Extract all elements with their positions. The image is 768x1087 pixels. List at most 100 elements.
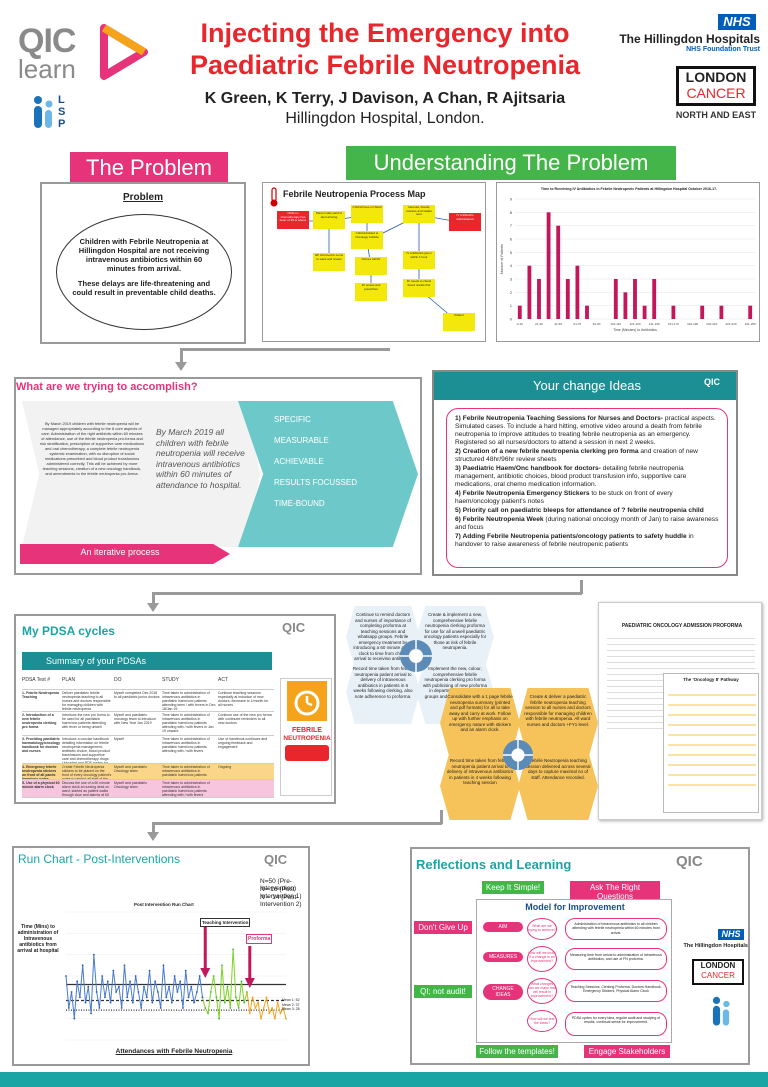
- ask-questions-label: Ask The Right Questions: [570, 881, 660, 903]
- reflections-panel: Reflections and Learning QIC Keep It Sim…: [410, 847, 750, 1065]
- change-idea-text: and creation of new structured 48hr/96hr…: [455, 448, 698, 463]
- run-point: [118, 985, 120, 988]
- bar: [585, 305, 589, 319]
- run-legend-item: Mean 3: 28: [282, 1007, 300, 1011]
- change-idea-text: in handover to raise awareness of febril…: [455, 533, 694, 548]
- change-idea-text: detailing febrile neutropenia management…: [455, 465, 687, 488]
- process-box: Child on chemotherapy has fever of 38 or…: [277, 211, 309, 229]
- change-idea-text: practical aspects. Simulated cases. To i…: [455, 415, 716, 446]
- change-heading-bar: [434, 372, 736, 400]
- model-title: Model for Improvement: [525, 902, 625, 912]
- run-point: [265, 996, 268, 999]
- x-tick-label: 0-10: [517, 322, 523, 326]
- run-point: [251, 996, 254, 999]
- run-point: [101, 975, 104, 977]
- change-idea-text: to be stuck on front of every haem/oncol…: [455, 490, 673, 505]
- london-text: LONDON: [685, 69, 747, 85]
- run-point: [87, 985, 90, 988]
- r3-box: Teaching Sessions, Clerking Proforma, Do…: [565, 980, 667, 1002]
- y-tick-label: 0: [510, 317, 513, 322]
- change-idea-bold: 3) Paediatric Haem/Onc handbook for doct…: [455, 465, 601, 472]
- x-tick-label: 41-50: [554, 322, 562, 326]
- pdsa-summary-bar: [22, 652, 272, 670]
- pdsa-heading: My PDSA cycles: [22, 624, 115, 638]
- accomplish-chevron-2: [140, 401, 260, 547]
- problem-text-2: These delays are life-threatening and co…: [72, 279, 216, 297]
- run-point: [98, 1007, 101, 1009]
- run-n3: N = 14 (Post-Intervention 2): [260, 894, 302, 908]
- problem-box-title: Problem: [122, 192, 163, 203]
- qic-logo-text: QIC: [18, 22, 76, 60]
- reflect-nhs-logo: NHS: [718, 929, 744, 940]
- bar: [537, 279, 541, 319]
- lsp-logo: LSP: [30, 94, 80, 140]
- run-chart-title: Post Intervention Run Chart: [134, 902, 194, 907]
- run-point: [276, 1001, 279, 1004]
- pdsa-cell: Discuss the use of a 60 minute alarm clo…: [62, 781, 110, 797]
- thermometer-icon: [270, 187, 278, 207]
- problem-panel: Problem Children with Febrile Neutropeni…: [40, 182, 246, 344]
- change-idea-bold: 4) Febrile Neutropenia Emergency Sticker…: [455, 490, 590, 497]
- run-point: [95, 991, 98, 993]
- run-point: [70, 991, 73, 993]
- run-point: [65, 975, 67, 977]
- run-chart-panel: Run Chart - Post-Interventions QIC N=50 …: [12, 846, 310, 1066]
- process-box: IV antibiotics administered: [449, 213, 481, 231]
- run-annot-2: Proforma: [246, 934, 273, 944]
- r4-box: PDSA cycles for every idea, regular audi…: [565, 1012, 667, 1036]
- pdsa-cell: Create Febrile Neutropenia stickers to b…: [62, 765, 112, 779]
- run-point: [285, 1017, 287, 1020]
- accomplish-chevron-1: [22, 401, 166, 547]
- learn-logo-text: learn: [18, 54, 76, 84]
- run-point: [209, 991, 212, 993]
- run-ylabel: Time (Mins) to administration of Intrave…: [17, 924, 59, 954]
- pdsa-row: [22, 764, 274, 780]
- x-tick-label: 101-110: [610, 322, 621, 326]
- pdsa-cell: Myself completed Dec 2018 to all paediat…: [114, 691, 160, 699]
- x-tick-label: 241-250: [745, 322, 756, 326]
- smart-item: MEASURABLE: [274, 436, 329, 445]
- cycle-hex-3: Record time taken from febrile neutropen…: [346, 660, 420, 724]
- checklist-title: The 'Oncology 8' Pathway: [683, 677, 739, 682]
- run-point: [84, 1001, 87, 1004]
- run-point: [240, 980, 243, 983]
- run-heading: Run Chart - Post-Interventions: [18, 852, 181, 866]
- y-tick-label: 8: [510, 210, 513, 215]
- run-point: [137, 991, 140, 993]
- reflect-qic-logo: QIC: [676, 853, 703, 870]
- pdsa-row: [22, 676, 274, 690]
- reflect-london-text: LONDON: [700, 961, 736, 970]
- run-point: [173, 975, 176, 977]
- run-point: [248, 1012, 251, 1015]
- q3-bubble: What changes can we make that will resul…: [527, 978, 557, 1004]
- run-point: [237, 1007, 240, 1009]
- reflect-lsp-icon: [712, 996, 730, 1026]
- pdsa-cell: 5- Use of a physical 60 minute alarm clo…: [22, 781, 60, 789]
- run-legend-item: Mean 1: 52: [282, 998, 300, 1002]
- run-point: [129, 980, 131, 983]
- problem-text-1: Children with Febrile Neutropenia at Hil…: [78, 237, 210, 273]
- proforma-title: PAEDIATRIC ONCOLOGY ADMISSION PROFORMA: [621, 623, 743, 629]
- r1-box: Administration of intravenous antibiotic…: [565, 918, 667, 940]
- bar: [719, 305, 724, 319]
- bar: [700, 305, 705, 319]
- run-point: [81, 964, 84, 967]
- reflect-london-logo: LONDON CANCER: [692, 959, 744, 985]
- pdsa-cell: Myself and paediatric Oncology team: [114, 781, 148, 789]
- pdsa-cell: STUDY: [162, 677, 179, 683]
- nhs-logo: NHS: [718, 14, 756, 30]
- accomplish-heading: What are we trying to accomplish?: [16, 381, 198, 393]
- bar: [623, 292, 628, 319]
- change-idea-bold: 2) Creation of a new febrile neutropenia…: [455, 448, 639, 455]
- run-point: [134, 975, 137, 977]
- run-point: [154, 980, 157, 983]
- run-point: [182, 1007, 184, 1009]
- pdsa-summary: Summary of your PDSAs: [46, 656, 147, 666]
- process-box: GP informed to come to ward and review: [313, 253, 345, 271]
- reflect-cancer-text: CANCER: [701, 971, 735, 980]
- pdsa-cell: 2- Introduction of a new febrile neutrop…: [22, 713, 57, 729]
- run-n1: N=50 (Pre-Intervention): [260, 878, 297, 892]
- process-box: Child Admitted to Oncology Cubicle: [351, 231, 383, 249]
- run-point: [190, 985, 193, 988]
